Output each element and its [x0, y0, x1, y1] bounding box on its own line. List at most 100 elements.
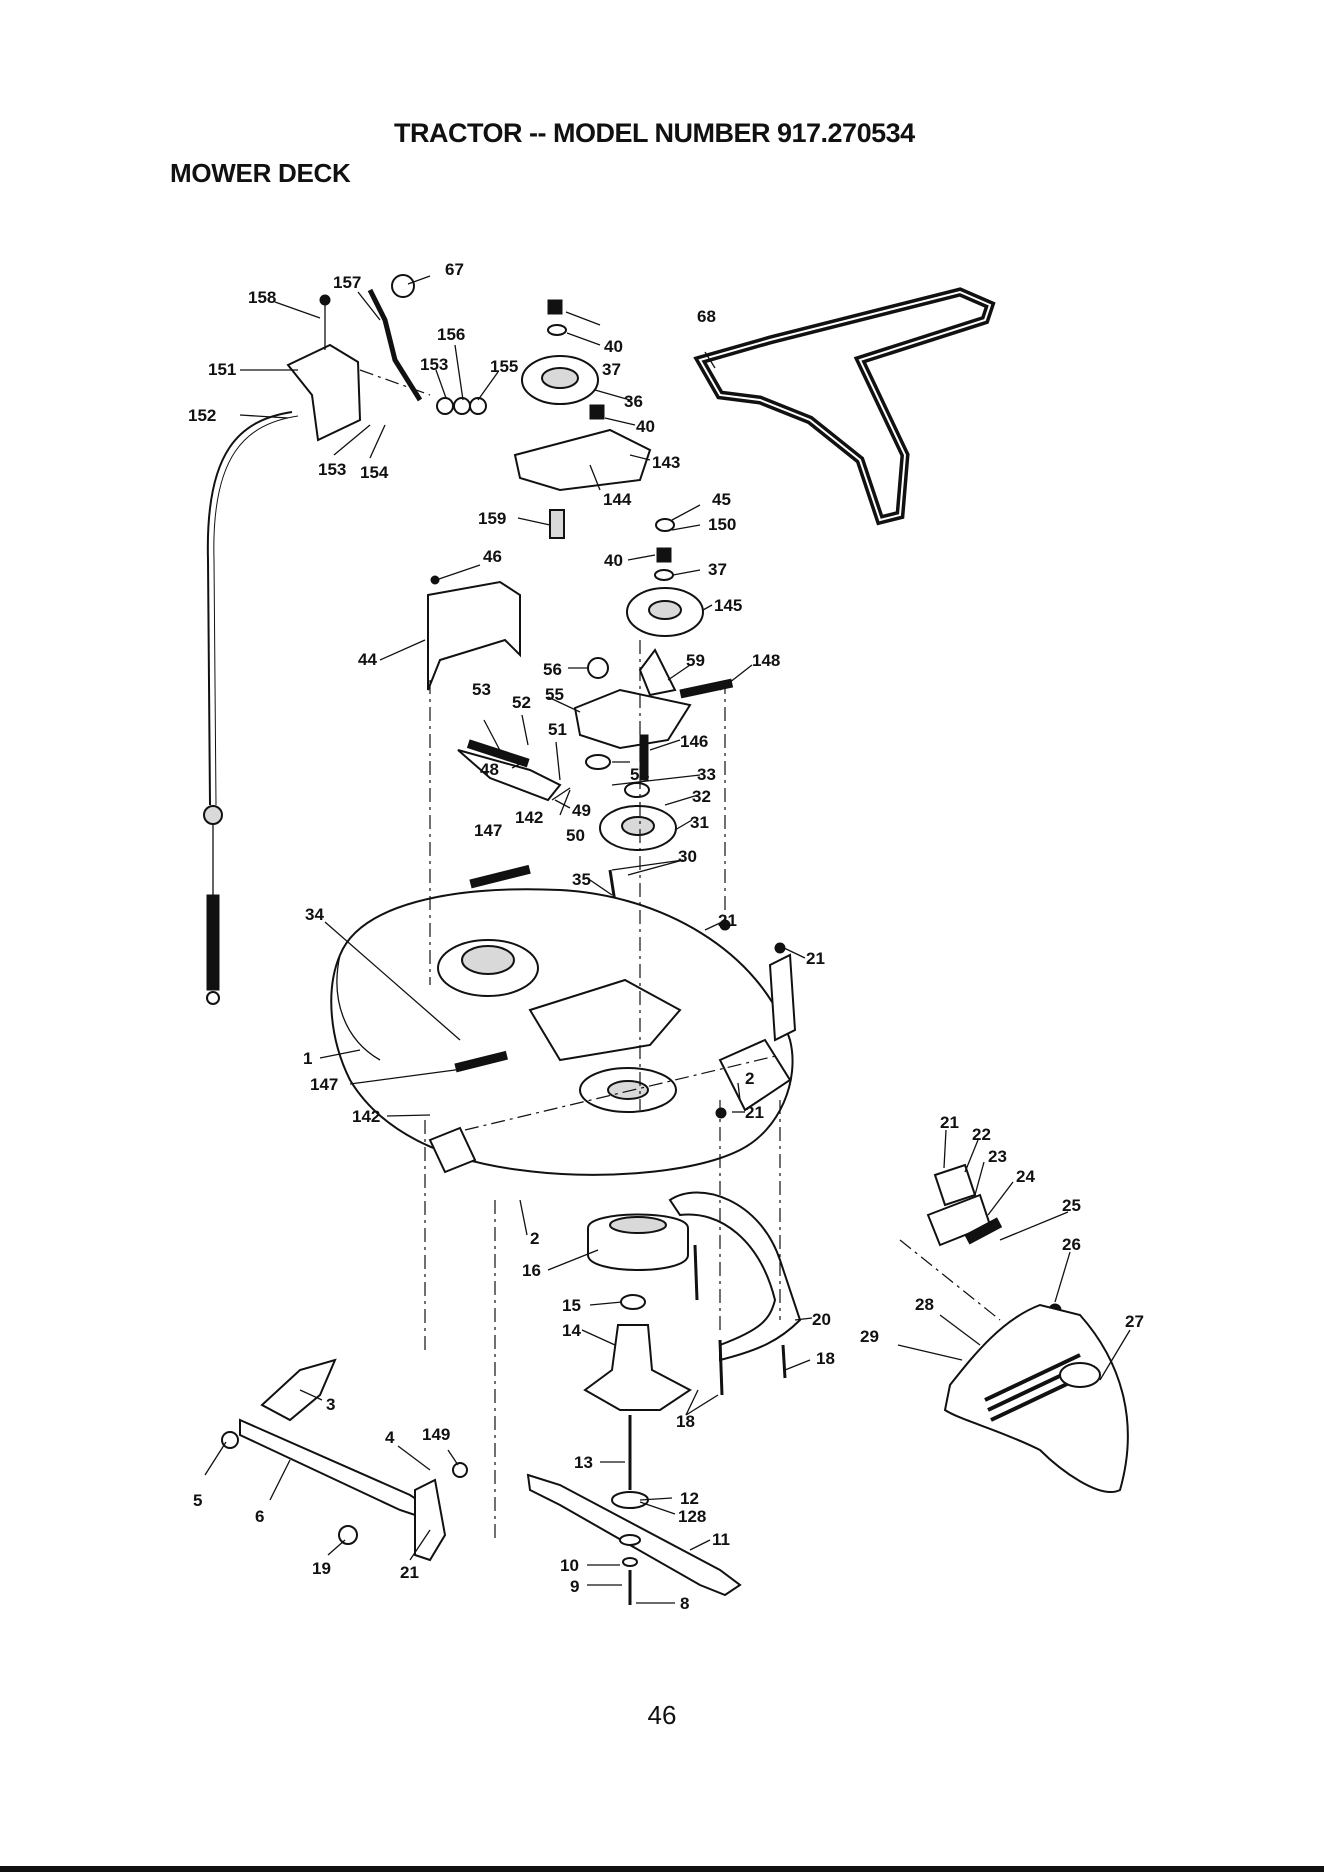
- callout-56: 56: [543, 660, 562, 679]
- callout-48: 48: [480, 760, 499, 779]
- callout-20: 20: [812, 1310, 831, 1329]
- callout-142-top: 142: [515, 808, 543, 827]
- callout-59: 59: [686, 651, 705, 670]
- callout-55: 55: [545, 685, 564, 704]
- callout-36: 36: [624, 392, 643, 411]
- callout-1: 1: [303, 1049, 312, 1068]
- callout-150: 150: [708, 515, 736, 534]
- callout-21-deck: 21: [745, 1103, 764, 1122]
- callout-44: 44: [358, 650, 377, 669]
- callout-14: 14: [562, 1321, 581, 1340]
- callout-40-low: 40: [604, 551, 623, 570]
- callout-15: 15: [562, 1296, 581, 1315]
- callout-46: 46: [483, 547, 502, 566]
- idler-bracket: [457, 648, 734, 802]
- callout-30: 30: [678, 847, 697, 866]
- callout-155: 155: [490, 357, 518, 376]
- lower-pulley-stack: [626, 518, 704, 637]
- callout-18-low: 18: [676, 1412, 695, 1431]
- callout-53: 53: [472, 680, 491, 699]
- callout-31: 31: [690, 813, 709, 832]
- callout-158: 158: [248, 288, 276, 307]
- callout-159: 159: [478, 509, 506, 528]
- leader-lines: [204, 275, 1131, 1604]
- callout-154: 154: [360, 463, 389, 482]
- discharge-chute: [926, 1163, 1129, 1493]
- callout-144: 144: [603, 490, 632, 509]
- callout-16: 16: [522, 1261, 541, 1280]
- callout-143: 143: [652, 453, 680, 472]
- front-hanger-arm: [668, 1191, 802, 1396]
- belt-guard: [427, 575, 521, 691]
- callout-45: 45: [712, 490, 731, 509]
- drive-belt: [693, 287, 996, 526]
- callout-146: 146: [680, 732, 708, 751]
- lift-bracket: [286, 274, 487, 442]
- callout-33: 33: [697, 765, 716, 784]
- callout-28: 28: [915, 1295, 934, 1314]
- callout-4: 4: [385, 1428, 395, 1447]
- callout-156: 156: [437, 325, 465, 344]
- callout-153: 153: [420, 355, 448, 374]
- callout-128: 128: [678, 1507, 706, 1526]
- mower-deck-housing: [330, 888, 797, 1176]
- callout-22: 22: [972, 1125, 991, 1144]
- callout-13: 13: [574, 1453, 593, 1472]
- callout-157: 157: [333, 273, 361, 292]
- lift-linkage: [221, 1358, 468, 1562]
- callout-labels: 158 157 67 156 153 155 151 152 153 154 4…: [188, 260, 1144, 1613]
- callout-51: 51: [548, 720, 567, 739]
- callout-153-lower: 153: [318, 460, 346, 479]
- callout-29: 29: [860, 1327, 879, 1346]
- callout-147-top: 147: [474, 821, 502, 840]
- callout-40-top: 40: [604, 337, 623, 356]
- callout-148: 148: [752, 651, 780, 670]
- callout-3: 3: [326, 1395, 335, 1414]
- callout-50: 50: [566, 826, 585, 845]
- callout-2-right: 2: [745, 1069, 754, 1088]
- spindle-assembly: [583, 1213, 692, 1490]
- callout-19: 19: [312, 1559, 331, 1578]
- callout-10: 10: [560, 1556, 579, 1575]
- callout-52: 52: [512, 693, 531, 712]
- callout-9: 9: [570, 1577, 579, 1596]
- callout-27: 27: [1125, 1312, 1144, 1331]
- callout-21-right: 21: [806, 949, 825, 968]
- callout-149: 149: [422, 1425, 450, 1444]
- callout-67: 67: [445, 260, 464, 279]
- callout-152: 152: [188, 406, 216, 425]
- callout-145: 145: [714, 596, 742, 615]
- callout-54: 54: [630, 765, 649, 784]
- alignment-lines: [359, 369, 1001, 1540]
- callout-21-upper: 21: [718, 911, 737, 930]
- callout-21-chute: 21: [940, 1113, 959, 1132]
- bottom-border: [0, 1866, 1324, 1872]
- page-title: TRACTOR -- MODEL NUMBER 917.270534: [394, 118, 915, 148]
- callout-8: 8: [680, 1594, 689, 1613]
- callout-6: 6: [255, 1507, 264, 1526]
- callout-11: 11: [712, 1530, 730, 1549]
- callout-2-low: 2: [530, 1229, 539, 1248]
- callout-32: 32: [692, 787, 711, 806]
- mower-blade: [526, 1473, 742, 1605]
- idler-pulley-assembly: [513, 299, 652, 539]
- callout-23: 23: [988, 1147, 1007, 1166]
- callout-142-low: 142: [352, 1107, 380, 1126]
- callout-35: 35: [572, 870, 591, 889]
- callout-26: 26: [1062, 1235, 1081, 1254]
- callout-12: 12: [680, 1489, 699, 1508]
- callout-5: 5: [193, 1491, 202, 1510]
- callout-147-low: 147: [310, 1075, 338, 1094]
- callout-34: 34: [305, 905, 324, 924]
- page-number: 46: [647, 1700, 677, 1730]
- callout-151: 151: [208, 360, 236, 379]
- callout-25: 25: [1062, 1196, 1081, 1215]
- lift-cable: [203, 411, 299, 1005]
- callout-21-link: 21: [400, 1563, 419, 1582]
- callout-68: 68: [697, 307, 716, 326]
- callout-24: 24: [1016, 1167, 1035, 1186]
- section-heading: MOWER DECK: [170, 158, 351, 188]
- callout-49: 49: [572, 801, 591, 820]
- callout-18-right: 18: [816, 1349, 835, 1368]
